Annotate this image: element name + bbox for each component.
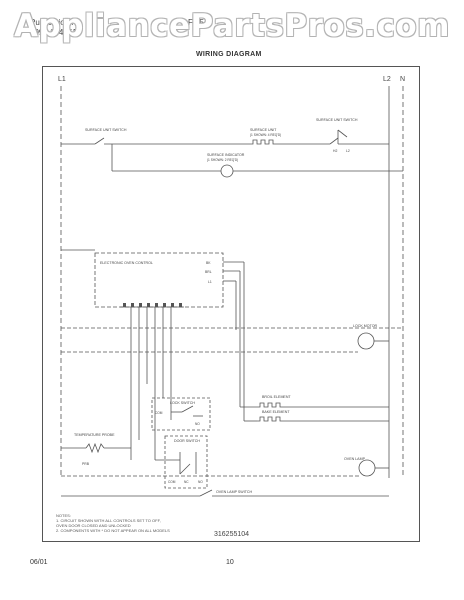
- surface-unit-switch-right-label: SURFACE UNIT SWITCH: [316, 118, 358, 122]
- diagram-part-number: 316255104: [214, 531, 250, 538]
- surface-switch-right-contact: [329, 137, 339, 145]
- notes-heading: NOTES:: [56, 513, 71, 518]
- door-switch-label: DOOR SWITCH: [174, 439, 200, 443]
- note-1-cont: OVEN DOOR CLOSED AND UNLOCKED: [56, 523, 131, 528]
- publication-number: Publication No 5995 154351: [30, 18, 82, 38]
- door-switch-no-label: NO: [198, 480, 203, 484]
- h2-label: H2: [333, 149, 337, 153]
- note-2: 2. COMPONENTS WITH * DO NOT APPEAR ON AL…: [56, 528, 170, 533]
- l2-label: L2: [383, 76, 391, 83]
- surface-indicator-sub-label: (1 SHOWN: 2 REQ'D): [207, 158, 238, 162]
- l1-label: L1: [58, 76, 66, 83]
- bk-terminal-label: BK: [206, 261, 211, 265]
- surface-switch-left-contact: [94, 137, 105, 145]
- lock-motor-label: LOCK MOTOR: [353, 324, 377, 328]
- door-switch-com-label: COM: [168, 480, 176, 484]
- footer-date: 06/01: [30, 559, 48, 566]
- lock-switch-com-label: COM: [155, 411, 163, 415]
- oven-control-label: ELECTRONIC OVEN CONTROL: [100, 261, 153, 265]
- notes-block: NOTES: 1. CIRCUIT SHOWN WITH ALL CONTROL…: [56, 513, 170, 533]
- bake-element: [257, 416, 283, 422]
- watermark-logo: AppliancePartsPros.com: [14, 8, 450, 44]
- lock-motor: [357, 332, 375, 350]
- broil-element: [257, 402, 283, 408]
- publication-label: Publication No: [30, 18, 82, 27]
- broil-element-label: BROIL ELEMENT: [262, 395, 291, 399]
- door-switch-box: [164, 435, 208, 489]
- diagram-title: WIRING DIAGRAM: [196, 51, 262, 58]
- door-switch-nc-label: NC: [184, 480, 189, 484]
- l1-terminal-label: L1: [208, 280, 212, 284]
- note-1: 1. CIRCUIT SHOWN WITH ALL CONTROLS SET T…: [56, 518, 161, 523]
- model-number: F 35 A: [188, 18, 212, 27]
- connector-pins: [123, 303, 182, 307]
- publication-value: 5995 154351: [30, 28, 77, 37]
- surface-indicator-label: SURFACE INDICATOR: [207, 153, 245, 157]
- brl-terminal-label: BRL: [205, 270, 212, 274]
- oven-lamp: [358, 459, 376, 477]
- bake-element-label: BAKE ELEMENT: [262, 410, 290, 414]
- surface-unit-switch-left-label: SURFACE UNIT SWITCH: [85, 128, 127, 132]
- oven-lamp-label: OVEN LAMP: [344, 457, 366, 461]
- surface-unit-label: SURFACE UNIT: [250, 128, 277, 132]
- l2-short-label: L2: [346, 149, 350, 153]
- n-label: N: [400, 76, 405, 83]
- surface-unit-sub-label: (1 SHOWN: 4 REQ'D): [250, 133, 281, 137]
- surface-indicator-lamp: [220, 164, 234, 178]
- oven-lamp-switch-contact: [199, 489, 213, 497]
- temperature-probe-label: TEMPERATURE PROBE: [74, 433, 115, 437]
- lock-switch-no-label: NO: [195, 422, 200, 426]
- door-switch-contact: [179, 463, 191, 475]
- lock-switch-label: LOCK SWITCH: [170, 401, 195, 405]
- surface-unit-element: [250, 139, 276, 145]
- oven-lamp-switch-label: OVEN LAMP SWITCH: [216, 490, 252, 494]
- temperature-probe: [85, 442, 105, 454]
- lock-switch-contact: [181, 405, 194, 413]
- probe-label: PRB: [82, 462, 90, 466]
- diagram-frame: [42, 66, 420, 542]
- footer-page-number: 10: [226, 559, 234, 566]
